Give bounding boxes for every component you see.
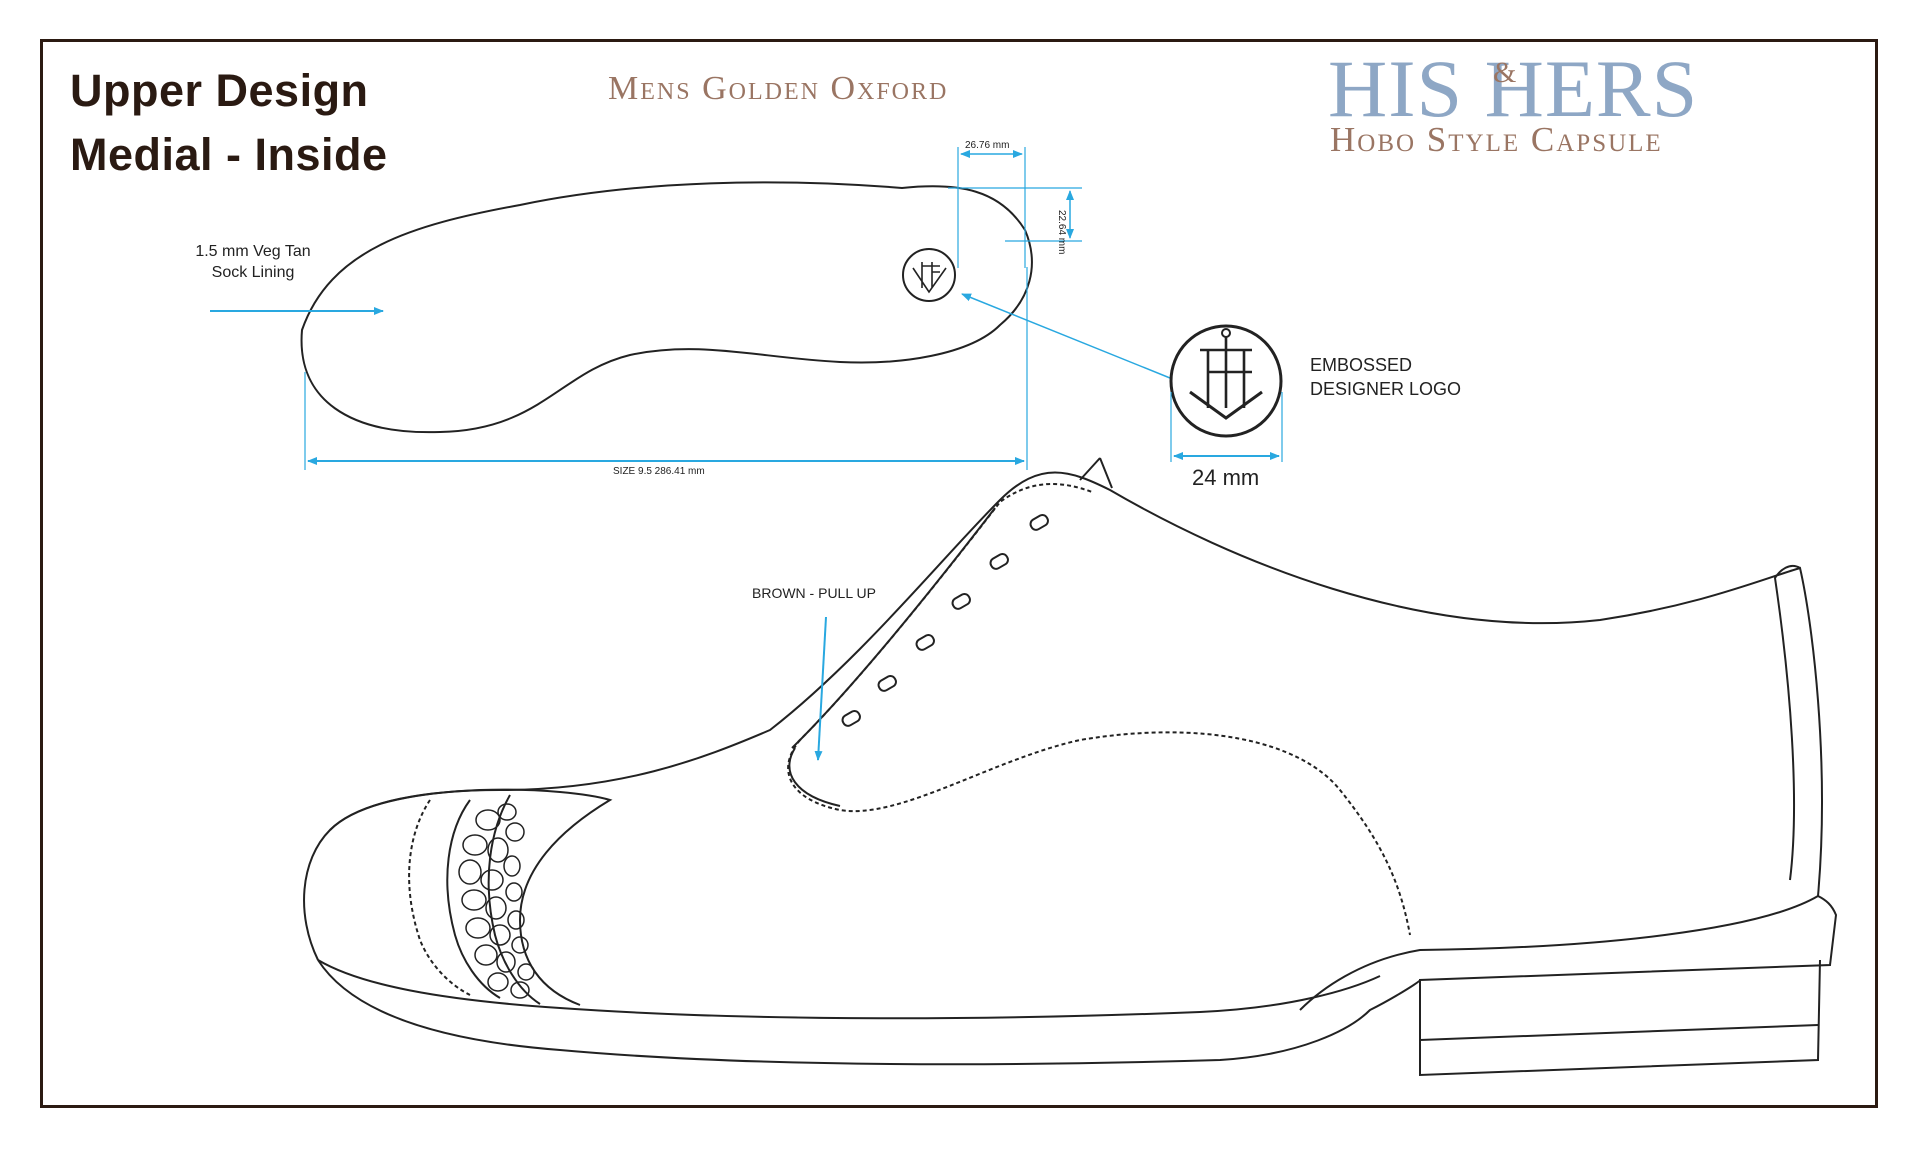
eyelets: [841, 514, 1049, 727]
croc-texture: [458, 803, 535, 999]
size-dimension-label: SIZE 9.5 286.41 mm: [613, 466, 705, 477]
logo-dimension-label: 24 mm: [1192, 465, 1260, 490]
logo-label: EMBOSSED DESIGNER LOGO: [1310, 353, 1461, 401]
brand-logo-text: HIS HERS: [1328, 43, 1699, 134]
product-name: Mens Golden Oxford: [608, 70, 949, 107]
drawing-frame: [40, 39, 1878, 1108]
material-label: BROWN - PULL UP: [752, 585, 876, 601]
sock-lining-label: 1.5 mm Veg Tan Sock Lining: [188, 241, 318, 283]
logo-label-line1: EMBOSSED: [1310, 355, 1413, 375]
brand-subtitle: Hobo Style Capsule: [1330, 120, 1663, 159]
designer-logo-icon: [1169, 324, 1283, 438]
sock-lining-line2: Sock Lining: [211, 264, 295, 281]
insole-outline: [300, 181, 1033, 434]
oxford-shoe-illustration: [303, 457, 1838, 1077]
brand-ampersand: &: [1493, 56, 1517, 89]
insole-logo-icon: [902, 248, 956, 302]
page-title-line1: Upper Design: [70, 65, 369, 116]
height-dimension-label: 22.64 mm: [1056, 210, 1067, 255]
width-dimension-label: 26.76 mm: [965, 140, 1010, 151]
sock-lining-line1: 1.5 mm Veg Tan: [195, 243, 311, 260]
page-title-line2: Medial - Inside: [70, 129, 388, 180]
logo-label-line2: DESIGNER LOGO: [1310, 379, 1462, 399]
